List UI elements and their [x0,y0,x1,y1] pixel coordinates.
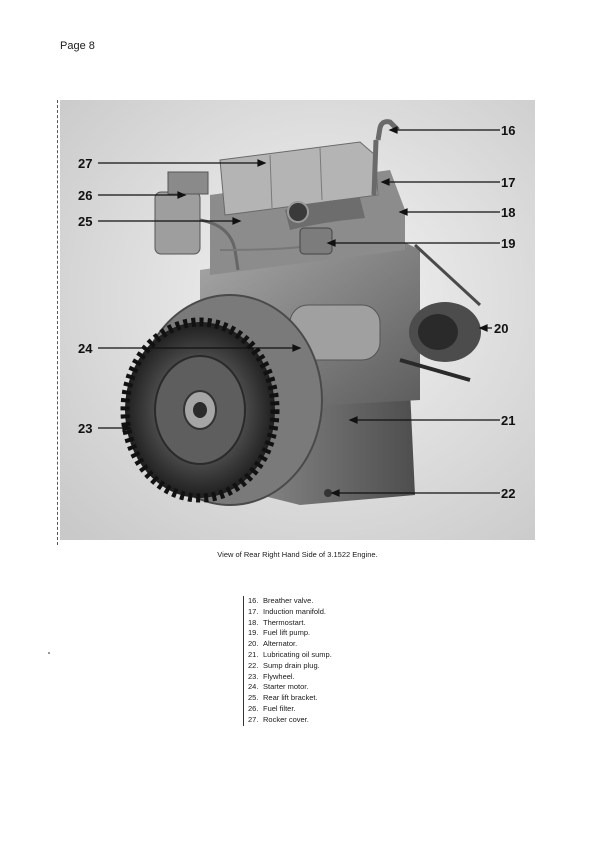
callout-23: 23 [78,421,92,436]
legend-number: 16. [248,596,259,605]
legend-item: 22. Sump drain plug. [243,660,332,672]
legend-item: 18. Thermostart. [243,617,332,629]
callout-20: 20 [494,321,508,336]
legend-text: Fuel lift pump. [263,628,311,638]
legend-number: 23. [248,671,259,681]
legend-item: 23. Flywheel. [243,671,332,683]
legend-text: Rocker cover. [263,714,309,724]
legend-item: 17. Induction manifold. [243,606,332,618]
legend-text: Fuel filter. [263,703,296,713]
callout-22: 22 [501,486,515,501]
fuel-lift-pump [299,227,333,255]
legend-number: 22. [248,660,259,670]
parts-legend: 16. Breather valve. 17. Induction manifold… [243,596,332,726]
legend-item: 24. Starter motor. [243,682,332,694]
legend-text: Lubricating oil sump. [263,649,332,659]
engine-photo: 16 17 18 19 20 21 22 23 24 25 26 27 [60,100,535,540]
legend-text: Rear lift bracket. [263,693,318,703]
legend-item: 27. Rocker cover. [243,714,332,726]
breather-pipe [371,119,400,196]
callout-leaders [98,126,500,497]
page-number: Page 8 [60,40,95,52]
figure-caption: View of Rear Right Hand Side of 3.1522 E… [217,550,378,559]
legend-item: 16. Breather valve. [243,596,332,607]
callout-25: 25 [78,214,92,229]
legend-number: 17. [248,606,259,616]
legend-number: 19. [248,628,259,638]
legend-item: 25. Rear lift bracket. [243,693,332,704]
callout-27: 27 [78,156,92,171]
legend-number: 18. [248,617,259,627]
callout-24: 24 [78,341,93,356]
callout-19: 19 [501,236,515,251]
scan-speck [48,652,50,654]
callout-18: 18 [501,205,515,220]
legend-text: Sump drain plug. [263,660,320,670]
legend-number: 26. [248,703,259,713]
legend-text: Induction manifold. [263,606,326,616]
legend-text: Thermostart. [263,617,306,627]
revision-bar [57,100,58,545]
legend-text: Flywheel. [263,671,295,681]
callout-16: 16 [501,123,515,138]
legend-item: 21. Lubricating oil sump. [243,649,332,661]
legend-item: 26. Fuel filter. [243,703,332,715]
callout-26: 26 [78,188,92,203]
sump-drain-plug [324,489,332,497]
legend-text: Starter motor. [263,682,309,692]
legend-number: 27. [248,714,259,724]
legend-number: 25. [248,693,259,703]
callout-21: 21 [501,413,515,428]
legend-text: Breather valve. [263,596,314,605]
legend-item: 20. Alternator. [243,639,332,650]
legend-text: Alternator. [263,639,298,649]
legend-number: 20. [248,639,259,649]
callout-17: 17 [501,175,515,190]
legend-number: 24. [248,682,259,692]
legend-number: 21. [248,649,259,659]
fuel-filter [154,191,201,255]
legend-item: 19. Fuel lift pump. [243,628,332,640]
